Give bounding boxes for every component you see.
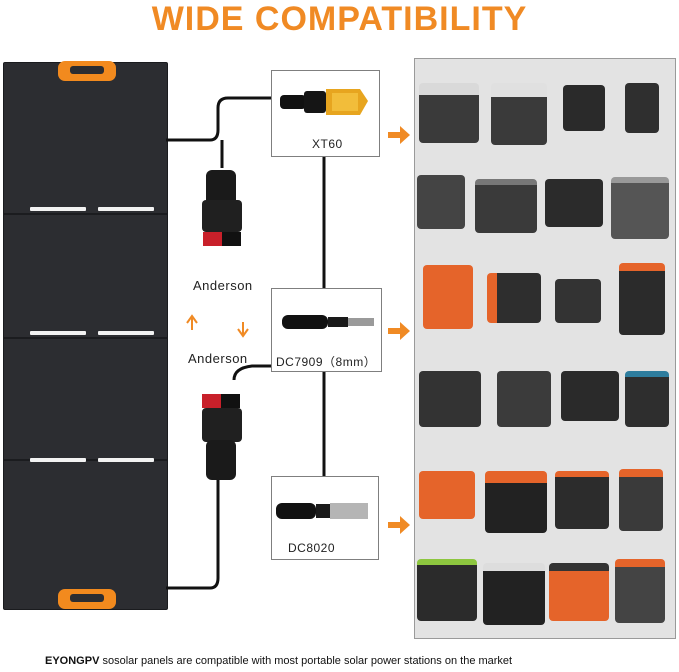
- solar-panel: [3, 61, 168, 610]
- footer-caption: EYONGPV sosolar panels are compatible wi…: [0, 655, 679, 667]
- power-station-image: [545, 179, 603, 227]
- dc8020-box: DC8020: [271, 476, 379, 560]
- power-station-image: [619, 263, 665, 335]
- power-station-image: [419, 471, 475, 519]
- panel-handle-bottom: [58, 589, 116, 609]
- brand-name: EYONGPV: [45, 655, 100, 667]
- power-station-image: [549, 563, 609, 621]
- power-station-image: [419, 83, 479, 143]
- power-station-image: [417, 175, 465, 229]
- power-station-image: [483, 563, 545, 625]
- arrow-right-icon: [388, 516, 410, 534]
- power-station-grid: [414, 58, 676, 639]
- xt60-box: XT60: [271, 70, 380, 157]
- power-station-image: [497, 371, 551, 427]
- power-station-image: [563, 85, 605, 131]
- dc8020-label: DC8020: [288, 541, 336, 555]
- power-station-image: [625, 83, 659, 133]
- dc8020-connector-icon: [276, 503, 368, 519]
- power-station-image: [417, 559, 477, 621]
- power-station-image: [625, 371, 669, 427]
- power-station-image: [475, 179, 537, 233]
- anderson-label-top: Anderson: [193, 278, 253, 293]
- anderson-connector-bottom: [202, 394, 242, 480]
- power-station-image: [485, 471, 547, 533]
- footer-text: sosolar panels are compatible with most …: [99, 655, 513, 667]
- xt60-label: XT60: [312, 137, 343, 151]
- power-station-image: [491, 83, 547, 145]
- dc7909-box: DC7909（8mm）: [271, 288, 382, 372]
- dc7909-connector-icon: [282, 315, 374, 329]
- panel-handle-top: [58, 61, 116, 81]
- power-station-image: [555, 279, 601, 323]
- page-title: WIDE COMPATIBILITY: [151, 0, 528, 38]
- anderson-label-bottom: Anderson: [188, 351, 248, 366]
- power-station-image: [487, 273, 541, 323]
- dc7909-label: DC7909（8mm）: [276, 355, 377, 369]
- arrow-right-icon: [388, 126, 410, 144]
- arrow-right-icon: [388, 322, 410, 340]
- power-station-image: [619, 469, 663, 531]
- power-station-image: [611, 177, 669, 239]
- power-station-image: [423, 265, 473, 329]
- xt60-connector-icon: [280, 89, 368, 115]
- power-station-image: [561, 371, 619, 421]
- power-station-image: [419, 371, 481, 427]
- anderson-connector-top: [202, 170, 242, 246]
- power-station-image: [615, 559, 665, 623]
- power-station-image: [555, 471, 609, 529]
